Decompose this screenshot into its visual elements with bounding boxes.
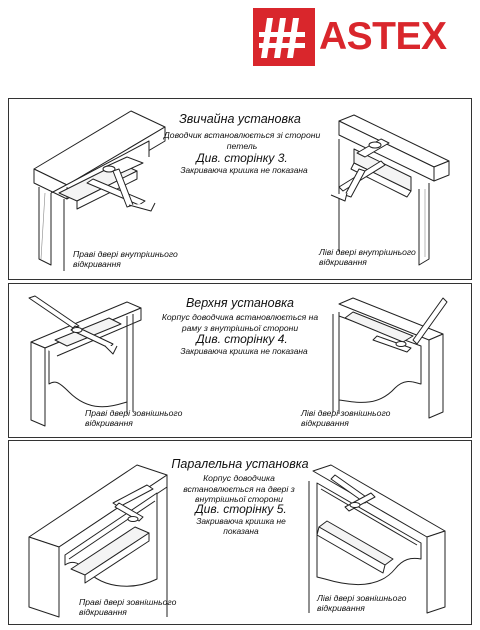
brand-logo: ASTEX xyxy=(253,8,467,66)
page-reference: Див. сторінку 4. xyxy=(196,332,288,346)
right-door-caption: Ліві двері зовнішнього відкривання xyxy=(301,408,391,428)
cover-note: Закриваюча кришка не показана xyxy=(180,346,308,356)
left-door-caption: Праві двері зовнішнього відкривання xyxy=(85,408,183,428)
left-door-caption: Праві двері внутрішнього відкривання xyxy=(73,249,178,269)
section-top-installation: Верхня установка Корпус доводчика встано… xyxy=(8,283,472,438)
section-description: Корпус доводчика встановлюється на двері… xyxy=(183,473,295,504)
page-reference: Див. сторінку 5. xyxy=(195,502,287,516)
section-description: Корпус доводчика встановлюється на раму … xyxy=(161,312,319,333)
right-door-caption: Ліві двері внутрішнього відкривання xyxy=(319,247,416,267)
section-description: Доводчик встановлюється зі сторони петел… xyxy=(163,130,321,151)
astex-logo-icon xyxy=(253,8,315,66)
door-closer-illustration-parallel xyxy=(9,441,471,624)
section-title: Паралельна установка xyxy=(171,457,309,471)
left-door-caption: Праві двері зовнішнього відкривання xyxy=(79,597,177,617)
door-closer-illustration-regular xyxy=(9,99,471,279)
page-reference: Див. сторінку 3. xyxy=(196,151,288,165)
section-title: Верхня установка xyxy=(185,296,295,310)
right-door-caption: Ліві двері зовнішнього відкривання xyxy=(317,593,407,613)
door-closer-illustration-top xyxy=(9,284,471,437)
section-title: Звичайна установка xyxy=(179,112,301,126)
cover-note: Закриваюча кришка не показана xyxy=(180,165,308,175)
section-regular-installation: Звичайна установка Доводчик встановлюєть… xyxy=(8,98,472,280)
section-parallel-installation: Паралельна установка Корпус доводчика вс… xyxy=(8,440,472,625)
brand-name: ASTEX xyxy=(319,15,447,58)
cover-note: Закриваюча кришка не показана xyxy=(196,516,286,536)
